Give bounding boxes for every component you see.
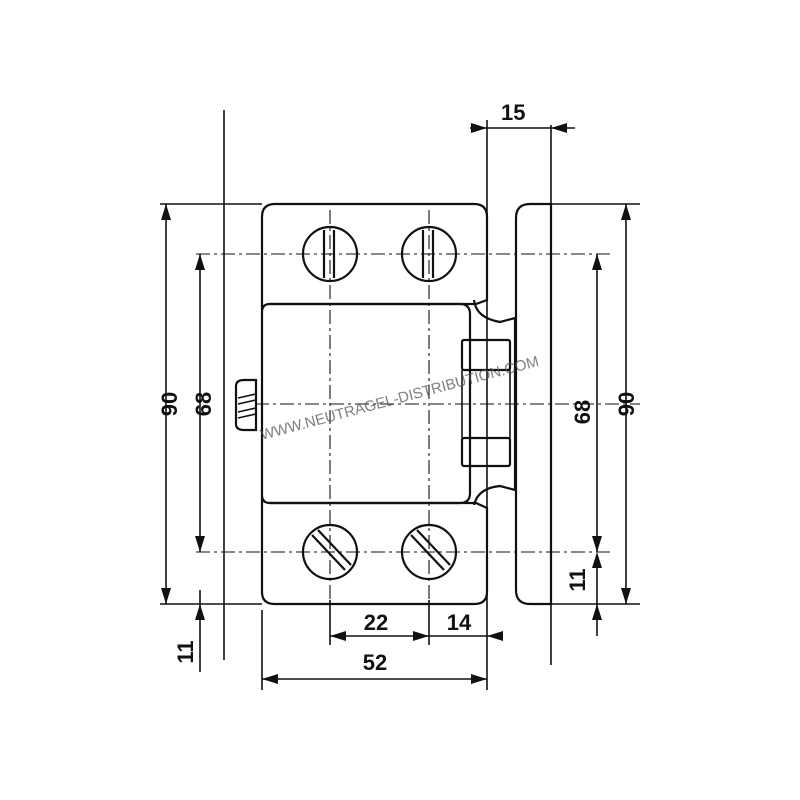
dimension-left-90: 90: [157, 204, 182, 604]
adjustment-knob: [234, 378, 258, 432]
left-hinge-plate: [260, 202, 489, 606]
dim-11-right-label: 11: [565, 568, 590, 591]
watermark-text: WWW.NEUTRAGEL-DISTRIBUTION.COM: [259, 353, 541, 444]
dim-11-left-label: 11: [173, 640, 198, 663]
dimension-right-68: 68: [570, 254, 602, 552]
extension-lines: [160, 203, 640, 690]
dim-68-right-label: 68: [570, 400, 595, 424]
center-block: [270, 302, 472, 505]
dimension-left-68: 68: [191, 254, 216, 552]
dim-90-left-label: 90: [157, 392, 182, 416]
dim-68-left-label: 68: [191, 392, 216, 416]
dim-52-label: 52: [363, 650, 387, 675]
dimension-bottom-right-11: 11: [565, 552, 602, 636]
dimension-top-15: 15: [470, 100, 575, 133]
dim-15-label: 15: [501, 100, 525, 125]
dimension-right-90: 90: [614, 204, 639, 604]
center-lines: [196, 210, 640, 600]
dimension-bottom-52: 52: [262, 650, 487, 684]
dim-90-right-label: 90: [614, 392, 639, 416]
dim-22-label: 22: [364, 610, 388, 635]
right-hinge-plate: [514, 202, 553, 606]
dim-14-label: 14: [447, 610, 472, 635]
dimension-bottom-left-11: 11: [173, 590, 205, 672]
dimension-bottom-22-14: 22 14: [330, 610, 503, 641]
